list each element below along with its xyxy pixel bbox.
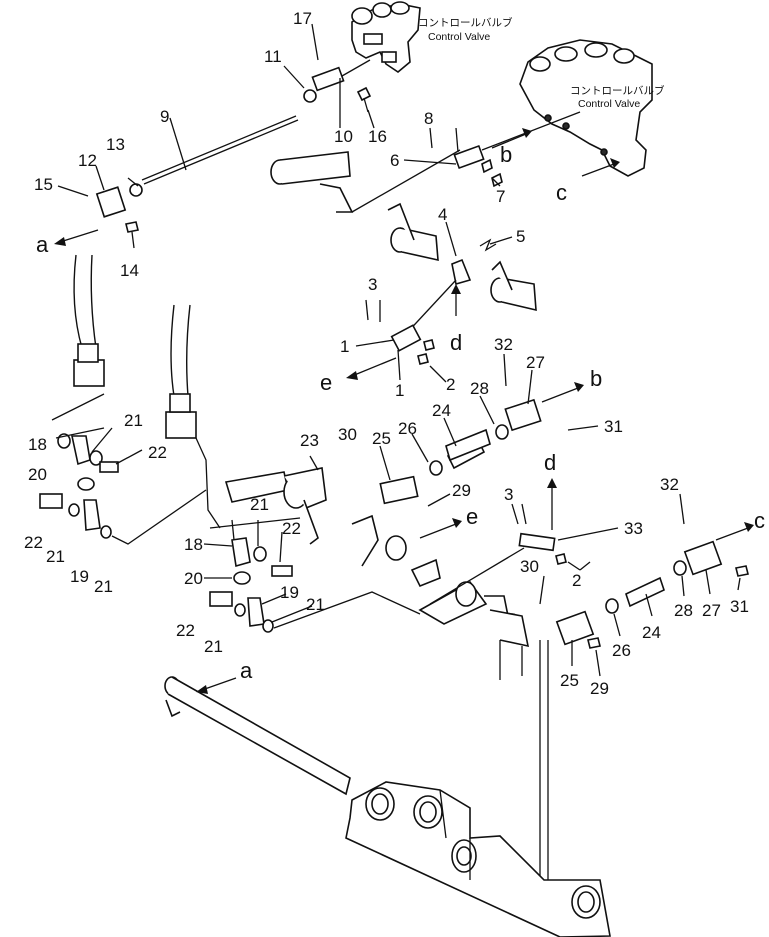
letter-d-upper: d — [450, 330, 462, 355]
label-21-e: 21 — [204, 637, 223, 656]
label-19-b: 19 — [280, 583, 299, 602]
center-right-assembly — [351, 398, 556, 680]
label-24-upper: 24 — [432, 401, 451, 420]
label-10: 10 — [334, 127, 353, 146]
label-17: 17 — [293, 9, 312, 28]
center-left-assembly — [209, 467, 421, 633]
label-7: 7 — [496, 187, 505, 206]
control-valve-top-en: Control Valve — [428, 31, 490, 43]
label-24-lower: 24 — [642, 623, 661, 642]
label-22-b: 22 — [24, 533, 43, 552]
label-11: 11 — [264, 47, 282, 66]
label-27-upper: 27 — [526, 353, 545, 372]
label-13: 13 — [106, 135, 125, 154]
fittings-left — [39, 433, 207, 545]
label-21-b: 21 — [46, 547, 65, 566]
label-18-a: 18 — [28, 435, 47, 454]
label-2-lower: 2 — [572, 571, 581, 590]
label-2-upper: 2 — [446, 375, 455, 394]
bolts — [125, 86, 503, 249]
label-28-upper: 28 — [470, 379, 489, 398]
label-19-a: 19 — [70, 567, 89, 586]
label-26-lower: 26 — [612, 641, 631, 660]
label-29-lower: 29 — [590, 679, 609, 698]
label-16: 16 — [368, 127, 387, 146]
upper-shaft-bracket — [270, 111, 581, 213]
label-20-b: 20 — [184, 569, 203, 588]
letter-a-lower: a — [240, 658, 253, 683]
label-3-lower: 3 — [504, 485, 513, 504]
label-32-upper: 32 — [494, 335, 513, 354]
arrows — [54, 128, 754, 694]
label-27-lower: 27 — [702, 601, 721, 620]
label-29-upper: 29 — [452, 481, 471, 500]
label-3-upper: 3 — [368, 275, 377, 294]
label-18-b: 18 — [184, 535, 203, 554]
part-labels: 17 11 10 16 9 13 12 15 14 8 6 7 4 5 3 1 … — [24, 9, 749, 698]
clevis-1-area — [390, 238, 497, 365]
label-4: 4 — [438, 205, 447, 224]
right-lower-linkage — [539, 540, 749, 880]
control-valve-top — [351, 1, 421, 73]
label-21-c: 21 — [94, 577, 113, 596]
leader-lines — [55, 23, 741, 677]
label-25-upper: 25 — [372, 429, 391, 448]
label-1-bottom: 1 — [395, 381, 404, 400]
label-22-c: 22 — [282, 519, 301, 538]
label-22-d: 22 — [176, 621, 195, 640]
letter-b-upper: b — [500, 142, 512, 167]
label-20-a: 20 — [28, 465, 47, 484]
letter-b-lower: b — [590, 366, 602, 391]
mid-brackets — [387, 202, 537, 337]
label-6: 6 — [390, 151, 399, 170]
label-21-a: 21 — [124, 411, 143, 430]
hoses-left — [51, 254, 221, 529]
letter-c-upper: c — [556, 180, 567, 205]
control-valve-top-jp: コントロールバルブ — [418, 16, 513, 29]
letter-a-upper: a — [36, 232, 49, 257]
rod-assembly-upper — [95, 59, 371, 218]
label-5: 5 — [516, 227, 525, 246]
label-22-a: 22 — [148, 443, 167, 462]
label-21-f: 21 — [306, 595, 325, 614]
label-9: 9 — [160, 107, 169, 126]
label-12: 12 — [78, 151, 97, 170]
label-33: 33 — [624, 519, 643, 538]
label-23: 23 — [300, 431, 319, 450]
label-28-lower: 28 — [674, 601, 693, 620]
letter-c-lower: c — [754, 508, 765, 533]
label-15: 15 — [34, 175, 53, 194]
control-valve-right-en: Control Valve — [578, 98, 640, 110]
control-valve-right — [519, 39, 653, 177]
control-valve-right-jp: コントロールバルブ — [570, 84, 665, 97]
label-31-lower: 31 — [730, 597, 749, 616]
label-26-upper: 26 — [398, 419, 417, 438]
label-31-upper: 31 — [604, 417, 623, 436]
label-21-d: 21 — [250, 495, 269, 514]
label-14: 14 — [120, 261, 139, 280]
label-32-lower: 32 — [660, 475, 679, 494]
letter-e-lower: e — [466, 504, 478, 529]
lower-shaft — [164, 676, 351, 796]
label-25-lower: 25 — [560, 671, 579, 690]
lower-frame — [345, 781, 611, 937]
label-30-lower: 30 — [520, 557, 539, 576]
letter-d-lower: d — [544, 450, 556, 475]
label-30-upper: 30 — [338, 425, 357, 444]
connection-letters: a b c d e b d e c a — [36, 142, 765, 683]
letter-e-upper: e — [320, 370, 332, 395]
label-8: 8 — [424, 109, 433, 128]
label-1-left: 1 — [340, 337, 349, 356]
